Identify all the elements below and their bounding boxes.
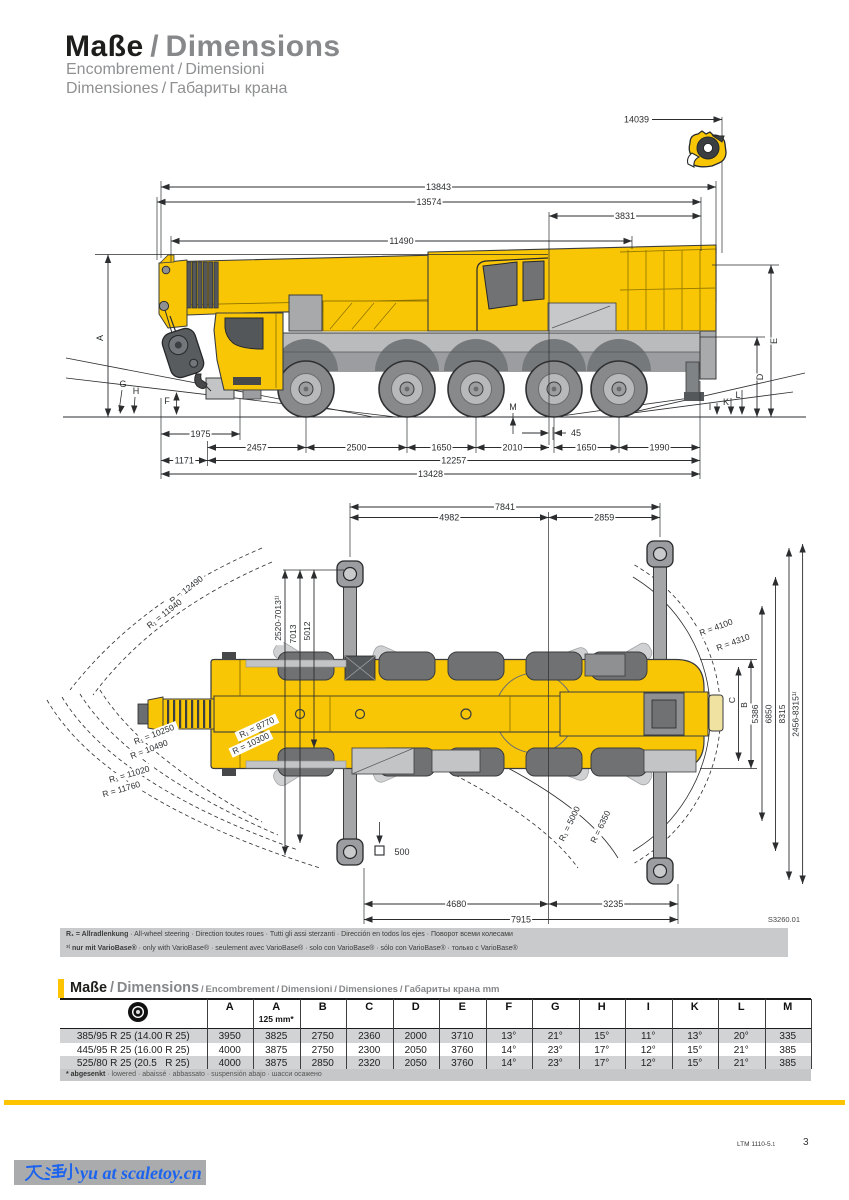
svg-text:12257: 12257	[441, 456, 466, 466]
svg-text:L: L	[735, 390, 740, 400]
svg-text:1990: 1990	[649, 443, 669, 453]
svg-text:1975: 1975	[190, 429, 210, 439]
svg-text:F: F	[164, 396, 170, 406]
svg-text:45: 45	[571, 428, 581, 438]
svg-text:yu at scaletoy.cn: yu at scaletoy.cn	[78, 1163, 202, 1183]
svg-text:11490: 11490	[389, 236, 413, 246]
svg-text:13428: 13428	[418, 469, 443, 479]
svg-text:6850: 6850	[764, 704, 774, 723]
svg-text:8315: 8315	[777, 704, 787, 723]
svg-text:E: E	[769, 338, 779, 344]
svg-text:13574: 13574	[416, 197, 441, 207]
svg-text:K: K	[723, 397, 729, 407]
svg-text:2859: 2859	[594, 513, 614, 523]
svg-text:1171: 1171	[175, 456, 194, 466]
svg-text:R = 4100: R = 4100	[698, 616, 734, 637]
svg-text:7915: 7915	[511, 915, 531, 925]
svg-text:5386: 5386	[750, 704, 760, 723]
svg-text:C: C	[727, 697, 737, 703]
svg-text:14039: 14039	[624, 115, 649, 125]
svg-text:S3260.01: S3260.01	[768, 915, 800, 924]
svg-text:4982: 4982	[439, 513, 459, 523]
svg-text:3235: 3235	[603, 899, 623, 909]
svg-text:13843: 13843	[426, 182, 451, 192]
svg-text:G: G	[119, 379, 126, 389]
svg-text:1650: 1650	[576, 443, 596, 453]
svg-text:2500: 2500	[346, 443, 366, 453]
svg-text:H: H	[133, 386, 140, 396]
svg-text:500: 500	[394, 847, 409, 857]
svg-text:1650: 1650	[431, 443, 451, 453]
svg-text:7013: 7013	[288, 624, 298, 643]
svg-text:R = 4310: R = 4310	[715, 631, 751, 652]
svg-text:D: D	[755, 373, 765, 380]
svg-text:5012: 5012	[302, 621, 312, 640]
svg-text:R₁ = 5000: R₁ = 5000	[557, 804, 583, 842]
svg-text:2010: 2010	[502, 443, 522, 453]
svg-text:7841: 7841	[495, 502, 515, 512]
svg-text:I: I	[709, 402, 712, 412]
svg-text:2457: 2457	[247, 443, 267, 453]
svg-text:B: B	[739, 702, 749, 708]
svg-text:4680: 4680	[446, 899, 466, 909]
svg-text:M: M	[509, 402, 517, 412]
svg-text:2456-8315¹⁽: 2456-8315¹⁽	[791, 691, 801, 737]
svg-text:3831: 3831	[615, 211, 635, 221]
svg-text:2520-7013¹⁽: 2520-7013¹⁽	[273, 595, 283, 641]
svg-text:A: A	[95, 335, 105, 341]
